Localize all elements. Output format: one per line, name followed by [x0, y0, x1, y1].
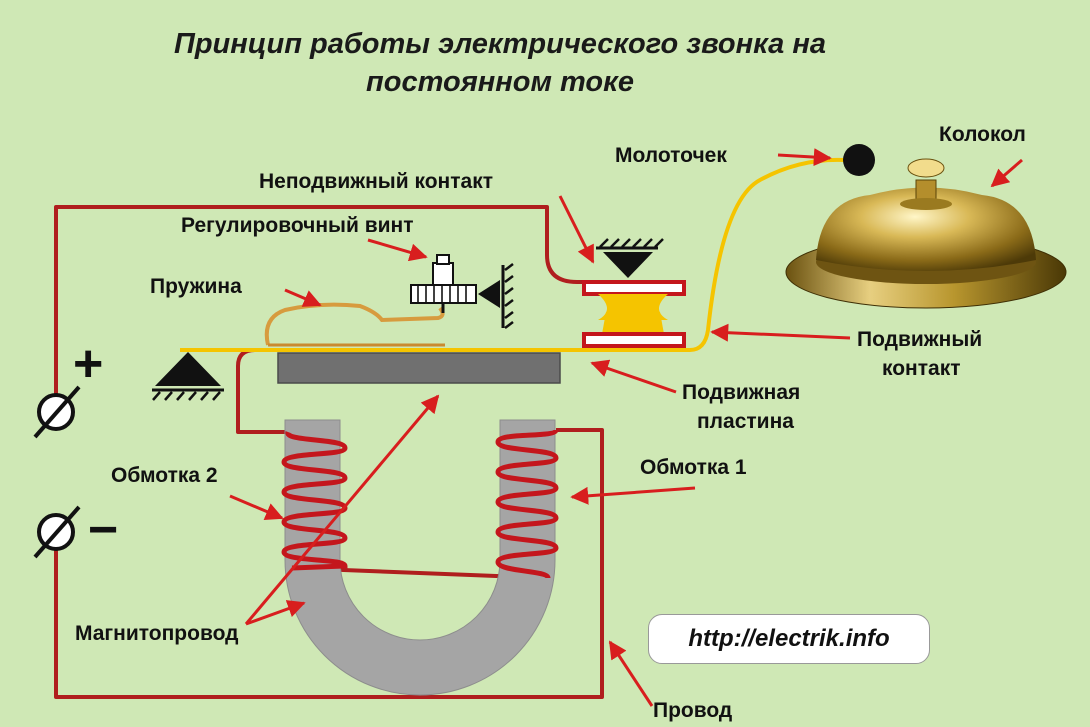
arrow-winding-2 — [229, 494, 284, 520]
label-spring: Пружина — [150, 275, 242, 298]
label-winding-1: Обмотка 1 — [640, 456, 747, 479]
arrow-movable-plate — [590, 359, 677, 394]
label-adjusting-screw: Регулировочный винт — [181, 214, 414, 237]
bell — [785, 158, 1067, 309]
fixed-contact-mount — [596, 238, 664, 278]
label-hammer: Молоточек — [615, 144, 727, 167]
pointer-arrows — [229, 148, 1023, 707]
arrow-core-2 — [245, 600, 306, 626]
arrow-spring — [284, 288, 322, 307]
label-bell: Колокол — [939, 123, 1026, 146]
arrow-adjusting-screw — [367, 238, 428, 262]
label-movable-plate-1: Подвижная — [682, 381, 801, 404]
terminal-minus — [33, 505, 81, 559]
arrow-core-1 — [244, 394, 440, 625]
label-winding-2: Обмотка 2 — [111, 464, 218, 487]
arrow-movable-contact — [710, 323, 851, 342]
armature-plate — [277, 352, 561, 384]
label-movable-plate-2: пластина — [697, 410, 794, 433]
source-url-badge: http://electrik.info — [648, 614, 930, 664]
hammer — [843, 144, 875, 176]
spring — [264, 302, 445, 346]
arrow-bell — [990, 158, 1023, 188]
title-line-2: постоянном токе — [366, 66, 634, 98]
label-magnetic-core: Магнитопровод — [75, 622, 239, 645]
label-wire: Провод — [653, 699, 733, 722]
label-movable-contact-1: Подвижный — [857, 328, 983, 351]
adjusting-screw — [410, 254, 514, 329]
hinge-support — [152, 352, 224, 401]
arrow-winding-1 — [570, 486, 696, 505]
terminal-plus — [33, 385, 81, 439]
title-line-1: Принцип работы электрического звонка на — [173, 28, 826, 60]
movable-plate-strip — [180, 157, 846, 352]
arrow-hammer — [777, 148, 832, 167]
minus-sign: − — [88, 501, 119, 559]
magnetic-core — [284, 419, 556, 696]
plus-sign: + — [73, 335, 104, 393]
label-fixed-contact: Неподвижный контакт — [259, 170, 493, 193]
arrow-fixed-contact — [558, 195, 595, 264]
coil-winding-1 — [495, 427, 559, 580]
label-movable-contact-2: контакт — [882, 357, 961, 380]
arrow-wire — [608, 640, 654, 707]
contact-pair — [582, 280, 686, 348]
